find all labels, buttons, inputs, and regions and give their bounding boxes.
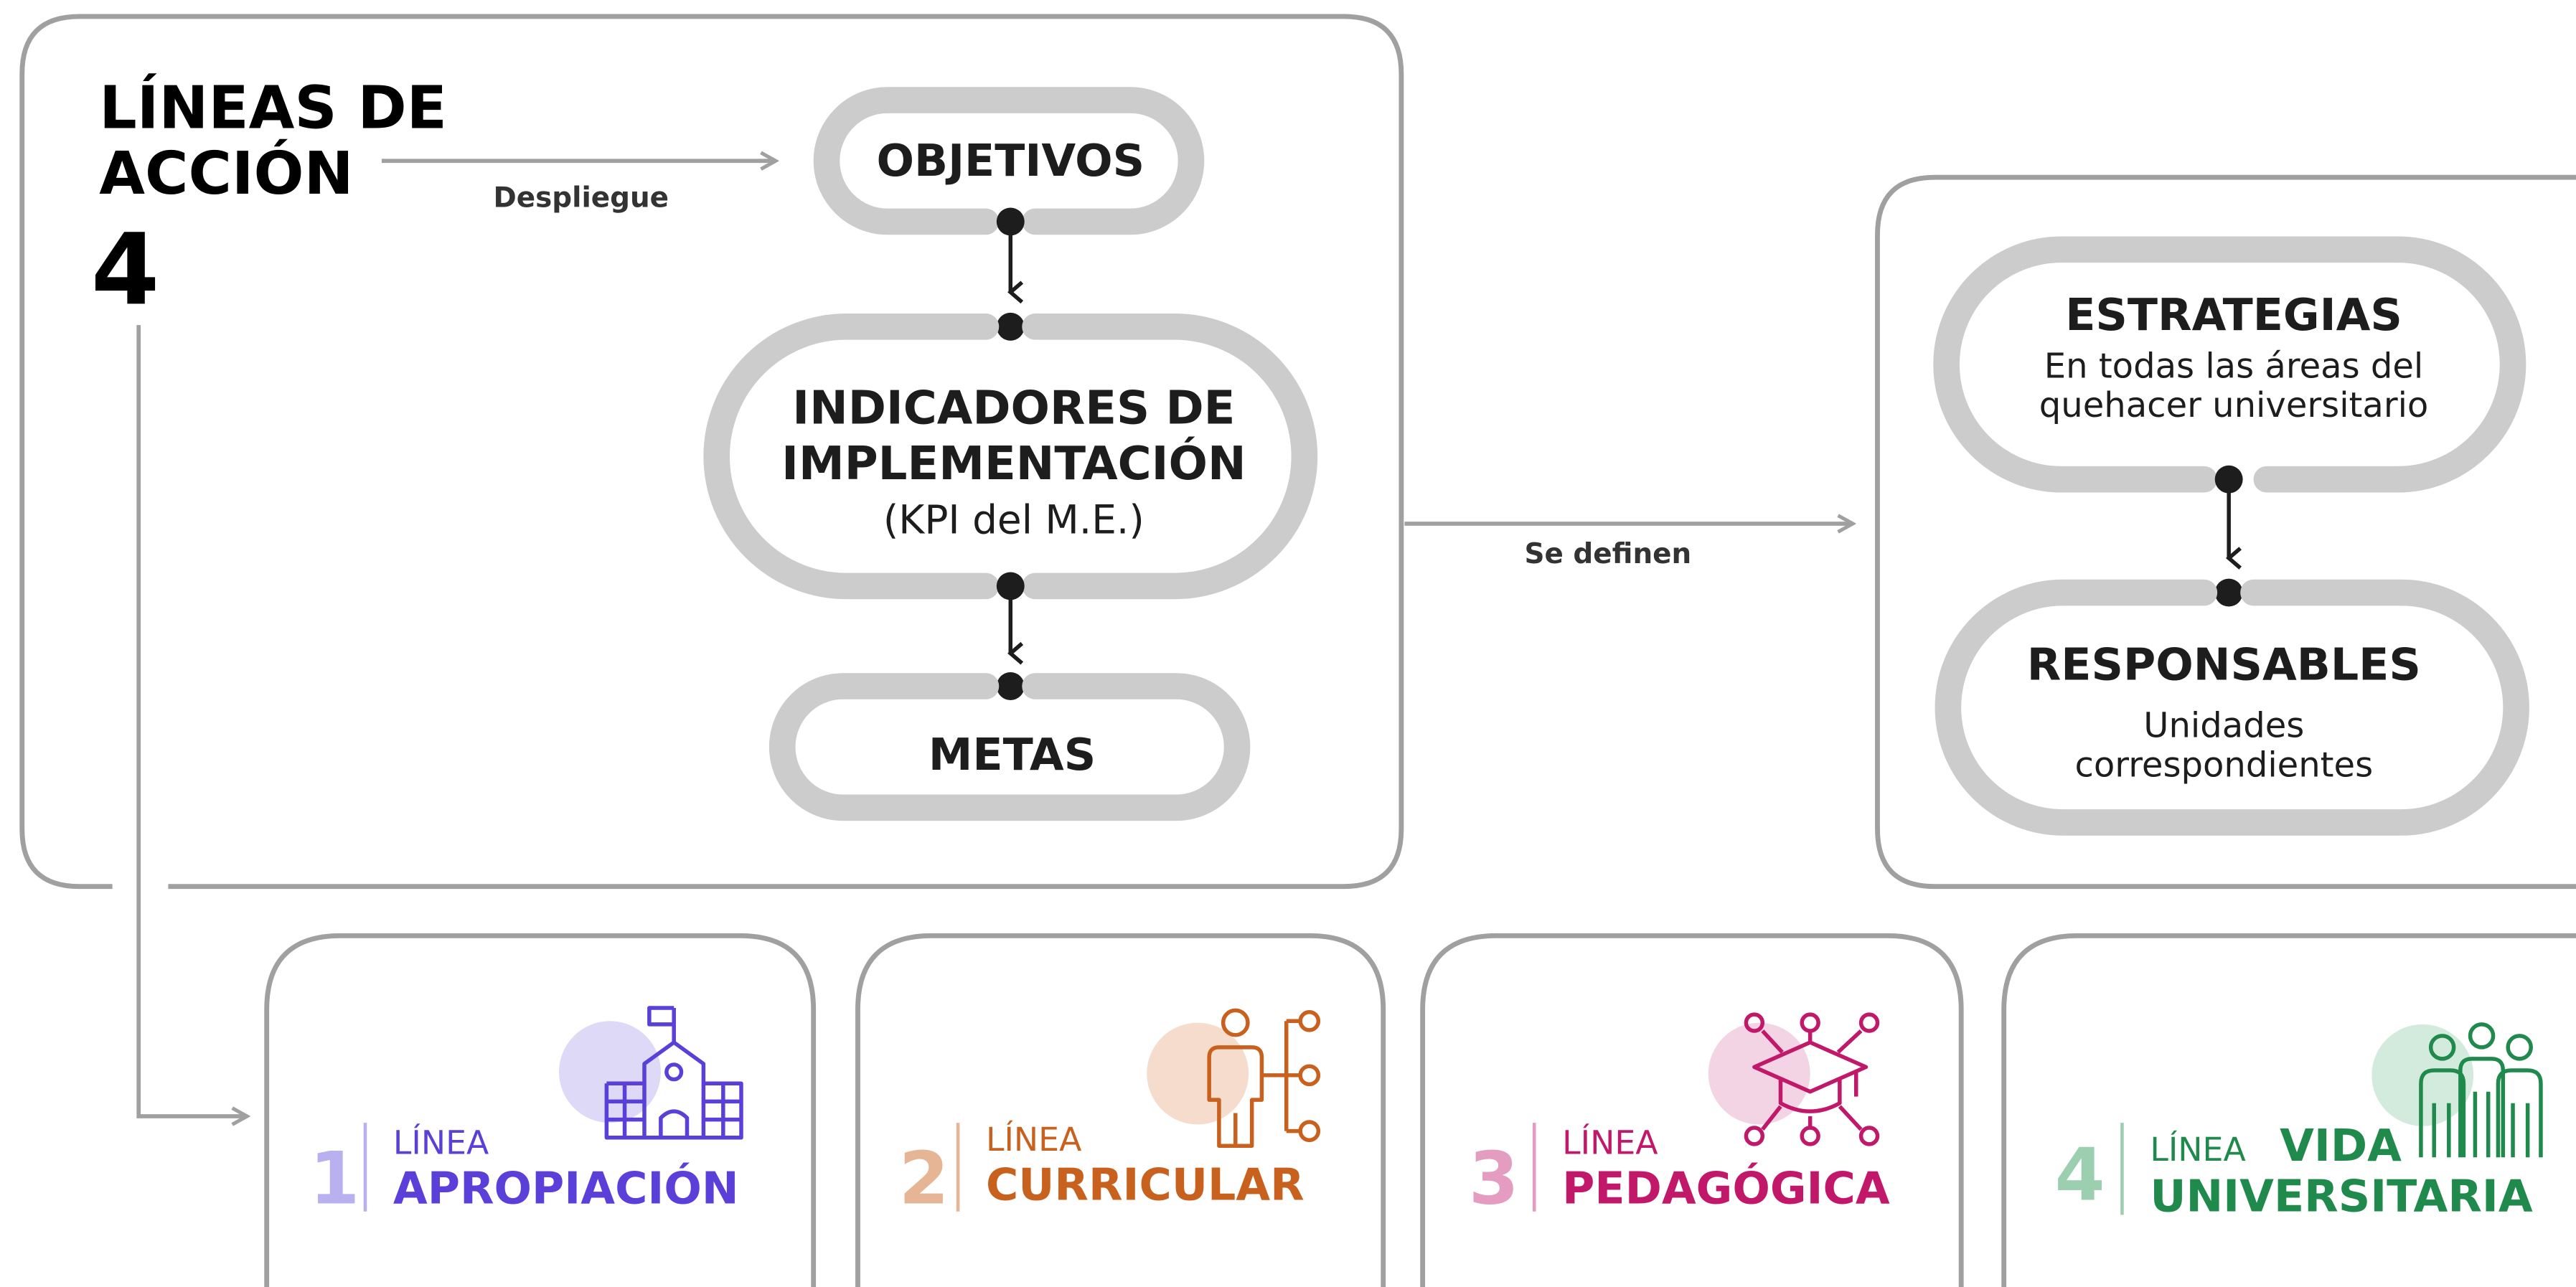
line-card-2: 2 LÍNEA CURRICULAR — [855, 933, 1386, 1287]
line-card-4-name: VIDA — [2280, 1120, 2402, 1172]
metas-label: METAS — [929, 729, 1096, 781]
line-card-3: 3 LÍNEA PEDAGÓGICA — [1420, 933, 1964, 1287]
despliegue-label: Despliegue — [493, 182, 669, 214]
responsables-sub-line2: correspondientes — [2074, 745, 2373, 785]
objetivos-pill: OBJETIVOS — [813, 87, 1205, 235]
line-card-1-backdrop — [559, 1021, 661, 1123]
responsables-label: RESPONSABLES — [2027, 638, 2421, 690]
right-panel: ESTRATEGIAS En todas las áreas del queha… — [1875, 174, 2576, 890]
estrategias-pill: ESTRATEGIAS En todas las áreas del queha… — [1933, 236, 2526, 493]
school-icon — [604, 1006, 743, 1140]
indicadores-label-line2: IMPLEMENTACIÓN — [781, 436, 1246, 491]
main-title-count: 4 — [91, 213, 160, 327]
estrategias-sub-line1: En todas las áreas del — [2044, 346, 2424, 386]
line-card-2-number: 2 — [899, 1136, 949, 1220]
left-panel: LÍNEAS DE ACCIÓN 4 Despliegue OBJETIVOS … — [19, 14, 1404, 1116]
graduation-cap-network-icon — [1744, 1012, 1880, 1146]
indicadores-pill: INDICADORES DE IMPLEMENTACIÓN (KPI del M… — [703, 314, 1318, 600]
connector-dot — [996, 672, 1025, 700]
right-panel-outline — [1875, 174, 2576, 890]
line-card-3-number: 3 — [1469, 1136, 1519, 1220]
line-card-3-backdrop — [1708, 1022, 1810, 1125]
connector-dot — [2214, 578, 2243, 607]
line-card-1-prefix: LÍNEA — [393, 1123, 489, 1162]
line-card-4-name-line2: UNIVERSITARIA — [2150, 1171, 2533, 1222]
line-card-2-prefix: LÍNEA — [986, 1120, 1081, 1159]
responsables-sub-line1: Unidades — [2143, 705, 2304, 745]
metas-pill: METAS — [768, 673, 1251, 821]
line-card-3-prefix: LÍNEA — [1562, 1123, 1658, 1162]
main-title-line1: LÍNEAS DE — [99, 73, 447, 142]
estrategias-label: ESTRATEGIAS — [2065, 289, 2402, 341]
connector-dot — [996, 312, 1025, 341]
left-panel-outline — [19, 14, 1404, 890]
people-group-icon — [2419, 1022, 2543, 1158]
line-card-4-number: 4 — [2055, 1133, 2105, 1217]
main-title-line2: ACCIÓN — [99, 138, 353, 208]
lines-connector-arrow — [136, 325, 247, 1116]
line-card-3-name: PEDAGÓGICA — [1562, 1161, 1890, 1214]
objetivos-label: OBJETIVOS — [876, 135, 1144, 187]
indicadores-sub: (KPI del M.E.) — [883, 497, 1144, 543]
line-card-1-number: 1 — [309, 1136, 359, 1220]
line-card-1: 1 LÍNEA APROPIACIÓN — [264, 933, 817, 1287]
se-definen-label: Se definen — [1525, 538, 1692, 570]
responsables-pill: RESPONSABLES Unidades correspondientes — [1935, 579, 2529, 836]
line-card-2-backdrop — [1147, 1022, 1249, 1125]
line-card-1-name: APROPIACIÓN — [393, 1161, 739, 1214]
person-network-icon — [1207, 1008, 1321, 1148]
estrategias-sub-line2: quehacer universitario — [2039, 385, 2429, 425]
line-card-4: 4 LÍNEA VIDA UNIVERSITARIA — [2001, 933, 2576, 1287]
line-card-4-prefix: LÍNEA — [2150, 1130, 2245, 1169]
line-card-2-name: CURRICULAR — [986, 1159, 1305, 1211]
indicadores-label-line1: INDICADORES DE — [792, 382, 1235, 435]
